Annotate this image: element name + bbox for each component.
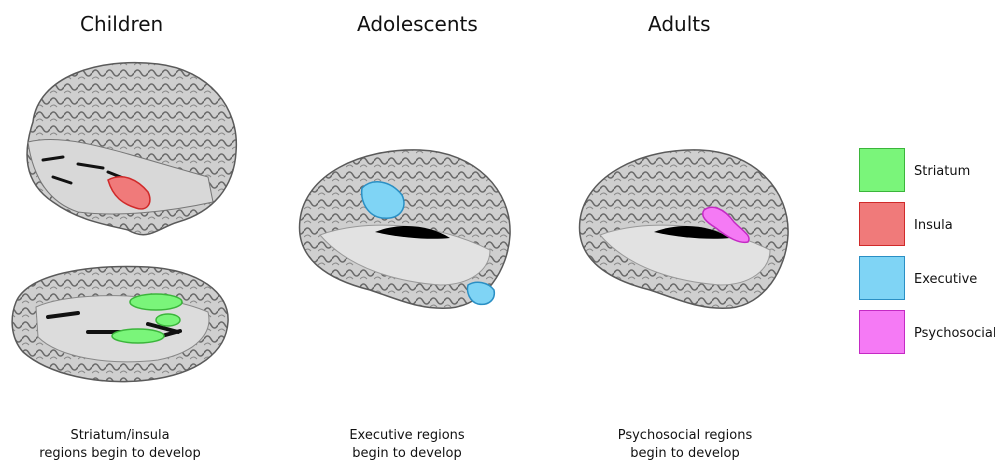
caption-children: Striatum/insula regions begin to develop: [10, 427, 230, 463]
caption-adults: Psychosocial regions begin to develop: [575, 427, 795, 463]
caption-adolescents-line1: Executive regions: [349, 428, 465, 443]
legend-swatch-psychosocial: [859, 310, 905, 354]
caption-children-line2: regions begin to develop: [39, 446, 201, 461]
caption-adults-line1: Psychosocial regions: [617, 428, 753, 443]
legend-swatch-insula: [859, 202, 905, 246]
legend-label-insula: Insula: [914, 218, 953, 233]
executive-region-frontal: [360, 181, 405, 219]
caption-adolescents: Executive regions begin to develop: [297, 427, 517, 463]
caption-adults-line2: begin to develop: [630, 446, 740, 461]
striatum-region-lower: [111, 328, 165, 344]
legend-label-striatum: Striatum: [914, 164, 971, 179]
striatum-region-middle: [155, 313, 181, 327]
insula-region: [107, 176, 151, 210]
caption-children-line1: Striatum/insula: [70, 428, 170, 443]
psychosocial-region: [702, 206, 750, 244]
executive-region-posterior: [466, 281, 496, 306]
adolescents-sagittal-brain: [298, 149, 511, 310]
striatum-region-upper: [129, 293, 183, 311]
panel-title-children: Children: [80, 12, 164, 36]
legend-swatch-executive: [859, 256, 905, 300]
children-sagittal-brain: [26, 61, 238, 236]
adults-sagittal-brain: [578, 149, 789, 310]
panel-title-adults: Adults: [648, 12, 711, 36]
caption-adolescents-line2: begin to develop: [352, 446, 462, 461]
legend-label-executive: Executive: [914, 272, 978, 287]
children-axial-brain: [11, 265, 229, 383]
panel-title-adolescents: Adolescents: [357, 12, 478, 36]
legend-swatch-striatum: [859, 148, 905, 192]
legend-label-psychosocial: Psychosocial: [914, 326, 995, 341]
